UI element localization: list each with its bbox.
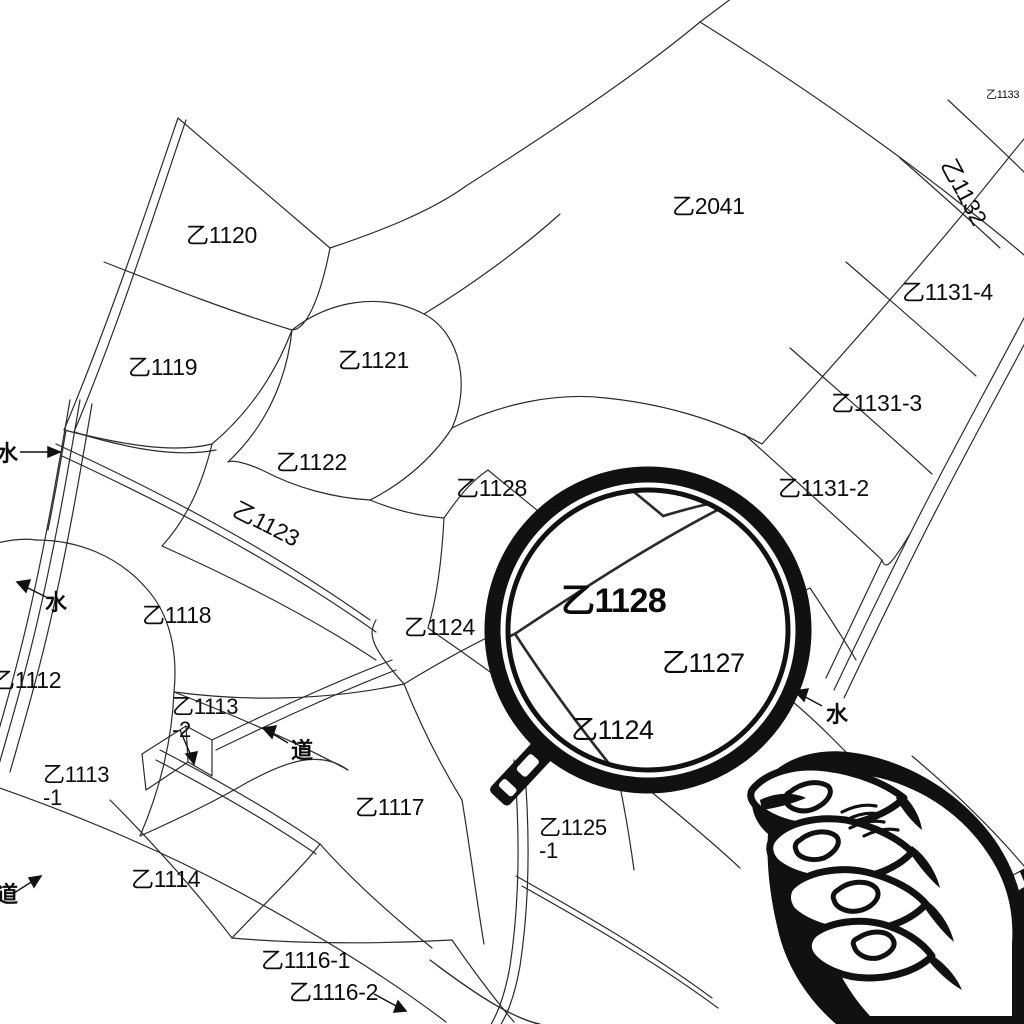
annotation-leader-arrows [13,445,823,1013]
magnifier-outer-rim [484,466,812,794]
magnifier-with-hand[interactable] [484,466,1024,1024]
magnifier-rim-gap [500,482,796,778]
magnifier-inner-rim [505,487,791,773]
hand-illustration [747,751,1024,1024]
magnifier-handle [490,740,553,806]
